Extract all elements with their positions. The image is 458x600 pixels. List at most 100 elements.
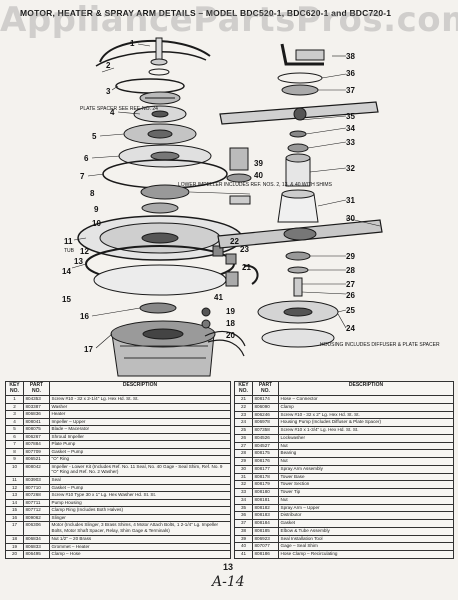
part-number-cell: 807358 [252, 426, 279, 435]
description-cell: Housing Pump (Includes Diffuser & Plate … [278, 418, 454, 428]
callout-37: 37 [346, 86, 355, 95]
table-header-row: KEY NO. PART NO. DESCRIPTION [5, 380, 231, 397]
callout-19: 19 [226, 307, 235, 316]
key-cell: 7 [5, 440, 24, 449]
part-number-cell: 806267 [23, 432, 50, 442]
part-number-cell: 806090 [252, 402, 279, 412]
description-cell: Clamp Ring (Includes Both Halves) [49, 506, 231, 515]
description-cell: Screw #10 - 32 x 2" Lg. Hex Hd. St. St. [278, 410, 454, 420]
part-number-cell: 808178 [252, 472, 279, 482]
callout-20: 20 [226, 331, 235, 340]
key-cell: 16 [5, 514, 24, 523]
description-cell: Nut 1/2" – 20 Brass [49, 535, 231, 544]
key-cell: 25 [234, 426, 253, 435]
part-number-cell: 807710 [23, 484, 50, 493]
description-cell: Tower Tip [278, 488, 454, 497]
part-number-cell: 806834 [23, 535, 50, 544]
page-number: 13 [223, 562, 234, 572]
key-cell: 14 [5, 499, 24, 508]
callout-11: 11 [64, 237, 73, 246]
callout-14: 14 [62, 267, 71, 276]
key-cell: 36 [234, 511, 253, 521]
description-cell: Distributor [278, 511, 454, 521]
part-number-cell: 806495 [23, 550, 50, 559]
page-title: MOTOR, HEATER & SPRAY ARM DETAILS – MODE… [20, 8, 392, 18]
description-cell: Spray Arm Assembly [278, 464, 454, 474]
key-cell: 8 [5, 447, 24, 457]
description-cell: Impeller – Upper [49, 417, 231, 427]
description-cell: Clamp [278, 402, 454, 412]
part-number-cell: 808075 [23, 425, 50, 434]
note-housing: HOUSING INCLUDES DIFFUSER & PLATE SPACER [320, 342, 440, 348]
callout-3: 3 [106, 87, 111, 96]
callout-34: 34 [346, 124, 355, 133]
key-cell: 19 [5, 542, 24, 552]
key-cell: 2 [5, 402, 24, 412]
key-cell: 22 [234, 402, 253, 412]
callout-27: 27 [346, 280, 355, 289]
key-cell: 3 [5, 410, 24, 419]
key-cell: 1 [5, 395, 24, 404]
part-number-cell: 808182 [252, 503, 279, 513]
description-cell: Lockwasher [278, 433, 454, 443]
key-cell: 34 [234, 495, 253, 505]
key-cell: 37 [234, 519, 253, 528]
key-cell: 13 [5, 491, 24, 500]
callout-7: 7 [80, 172, 85, 181]
part-number-cell: 808177 [252, 464, 279, 474]
callout-15: 15 [62, 295, 71, 304]
col-part-header: PART NO. [23, 380, 50, 397]
description-cell: Washer [49, 402, 231, 412]
key-cell: 12 [5, 484, 24, 493]
description-cell: Nut [278, 441, 454, 451]
callout-38: 38 [346, 52, 355, 61]
description-cell: Slinger [49, 514, 231, 523]
key-cell: 23 [234, 410, 253, 420]
part-number-cell: 808185 [252, 526, 279, 536]
callout-5: 5 [92, 132, 97, 141]
callout-29: 29 [346, 252, 355, 261]
part-number-cell: 807884 [23, 440, 50, 449]
part-number-cell: 806978 [252, 418, 279, 428]
description-cell: Screw #10 Type 30 x 1" Lg. Hex Washer Hd… [49, 491, 231, 500]
table-header-row: KEY NO. PART NO. DESCRIPTION [234, 380, 454, 397]
callout-22: 22 [230, 237, 239, 246]
callout-25: 25 [346, 306, 355, 315]
description-cell: Pump Housing [49, 499, 231, 508]
description-cell: Grommet – Heater [49, 542, 231, 552]
part-number-cell: 806923 [252, 534, 279, 544]
callout-36: 36 [346, 69, 355, 78]
description-cell: Seal Installation Tool [278, 534, 454, 544]
description-cell: Screw #10 x 1-3/4" Lg. Hex Hd. St. St. [278, 426, 454, 435]
part-number-cell: 807709 [23, 447, 50, 457]
part-number-cell: 803387 [23, 402, 50, 412]
description-cell: Hose – Connector [278, 395, 454, 404]
callout-21: 21 [242, 263, 251, 272]
key-cell: 29 [234, 457, 253, 466]
key-cell: 10 [5, 462, 24, 478]
description-cell: Gasket – Pump [49, 447, 231, 457]
callout-26: 26 [346, 291, 355, 300]
description-cell: Gasket – Pump [49, 484, 231, 493]
